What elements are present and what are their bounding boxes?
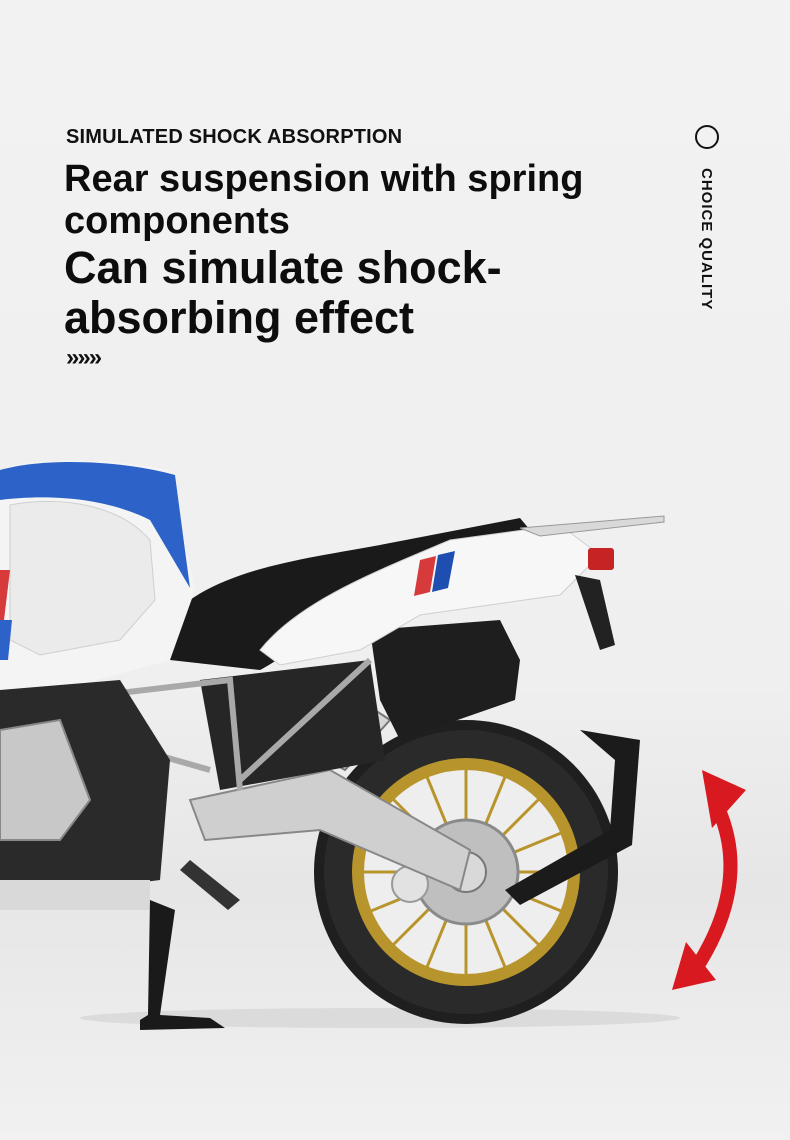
headline-shock-absorbing: Can simulate shock-absorbing effect — [64, 242, 502, 343]
section-kicker: SIMULATED SHOCK ABSORPTION — [66, 126, 403, 148]
circle-icon — [695, 125, 719, 149]
chevron-arrows-icon: »»» — [66, 344, 102, 371]
rear-wheel — [314, 720, 618, 1024]
choice-quality-label: CHOICE QUALITY — [698, 168, 715, 311]
headline-suspension: Rear suspension with spring components — [64, 158, 584, 242]
double-arrow-icon — [672, 770, 746, 990]
